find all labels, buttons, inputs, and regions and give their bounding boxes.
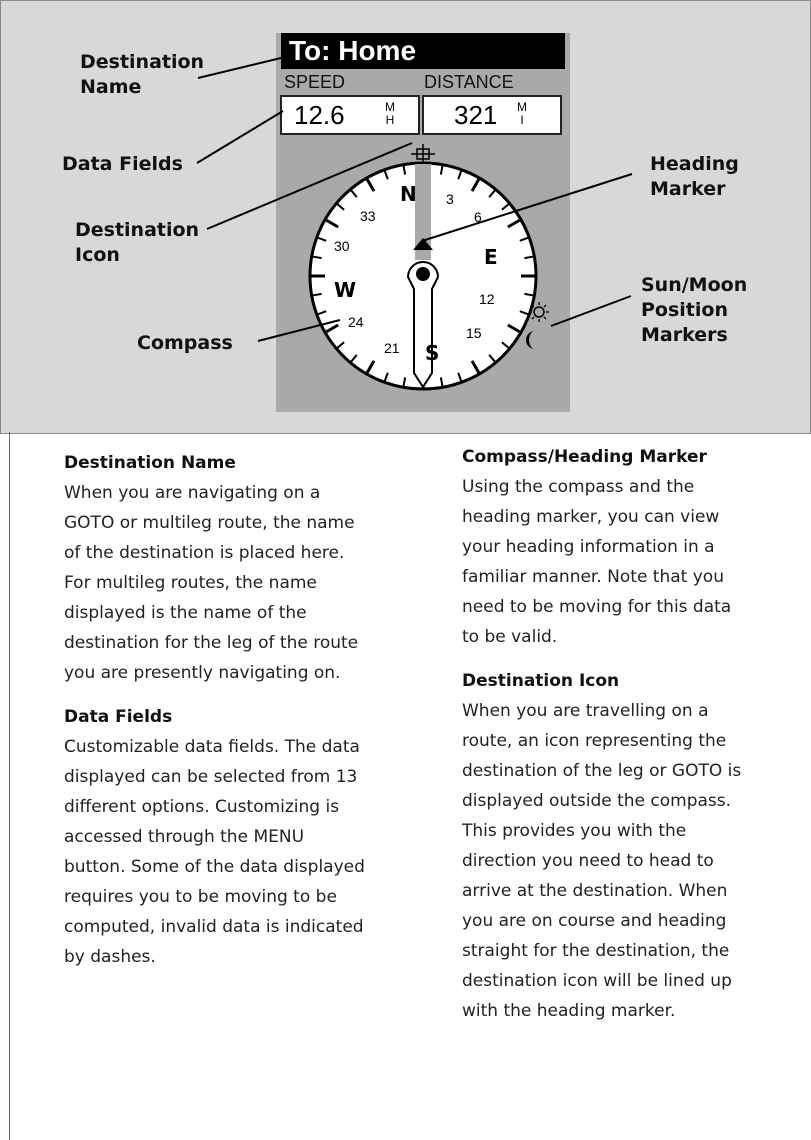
- callout-heading-marker: Heading Marker: [650, 153, 739, 200]
- page-left-rule: [9, 432, 10, 1140]
- compass-tick: [457, 372, 463, 382]
- compass-graphic: N E S W 3 6 12 15 21 24 30 33: [308, 144, 549, 391]
- compass-number: 24: [348, 314, 364, 330]
- distance-value: 321: [454, 100, 498, 130]
- compass-tick: [365, 178, 376, 192]
- distance-unit-top: M: [517, 100, 527, 114]
- compass-tick: [312, 292, 322, 297]
- section-destination-icon: Destination Icon When you are travelling…: [462, 666, 802, 1026]
- compass-tick: [336, 341, 345, 349]
- compass-number: 21: [384, 340, 400, 356]
- compass-number: 15: [466, 325, 482, 341]
- compass-tick: [524, 292, 534, 297]
- sun-icon: [529, 302, 549, 322]
- gps-screen: To: Home SPEED DISTANCE 12.6 M H 321 M I…: [276, 33, 570, 412]
- compass-tick: [470, 360, 481, 374]
- section-body: Customizable data fields. The data displ…: [64, 737, 365, 967]
- speed-field: 12.6 M H: [280, 95, 420, 135]
- compass-tick: [383, 372, 389, 382]
- compass-west: W: [334, 278, 356, 302]
- section-body: When you are travelling on a route, an i…: [462, 701, 742, 1021]
- compass-tick: [312, 255, 322, 260]
- compass-tick: [524, 255, 534, 260]
- compass-tick: [488, 189, 496, 198]
- pointer-hub: [416, 267, 430, 281]
- callout-compass: Compass: [137, 332, 233, 354]
- sun-ray: [543, 304, 547, 308]
- compass-south: S: [425, 341, 439, 365]
- compass-tick: [402, 165, 407, 175]
- compass-tick: [470, 178, 481, 192]
- compass-ticks: [311, 164, 535, 388]
- compass-tick: [439, 165, 444, 175]
- compass-number: 33: [360, 208, 376, 224]
- compass-tick: [350, 189, 358, 198]
- compass-tick: [317, 236, 327, 242]
- speed-unit-top: M: [385, 100, 395, 114]
- compass-pointer: [406, 261, 440, 389]
- callout-data-fields: Data Fields: [62, 153, 183, 175]
- compass-east: E: [484, 245, 498, 269]
- compass-north: N: [400, 182, 417, 206]
- speed-label: SPEED: [284, 72, 346, 92]
- leader-lines: [196, 57, 633, 342]
- speed-value: 12.6: [294, 100, 345, 130]
- section-body: When you are navigating on a GOTO or mul…: [64, 483, 359, 683]
- section-data-fields: Data Fields Customizable data fields. Th…: [64, 702, 404, 972]
- left-column: Destination Name When you are navigating…: [64, 448, 404, 986]
- compass-tick: [402, 377, 407, 387]
- section-destination-name: Destination Name When you are navigating…: [64, 448, 404, 688]
- compass-number: 6: [474, 209, 482, 225]
- compass-tick: [519, 236, 529, 242]
- callout-destination-icon: Destination Icon: [75, 219, 200, 266]
- compass-tick: [507, 323, 521, 334]
- heading-marker: [413, 238, 433, 250]
- sun-ray: [531, 304, 535, 308]
- compass-number: 3: [446, 191, 454, 207]
- section-heading: Compass/Heading Marker: [462, 447, 707, 467]
- compass-tick: [507, 218, 521, 229]
- compass-tick: [519, 310, 529, 316]
- right-column: Compass/Heading Marker Using the compass…: [462, 442, 802, 1040]
- section-compass-heading: Compass/Heading Marker Using the compass…: [462, 442, 802, 652]
- distance-label: DISTANCE: [424, 72, 514, 92]
- section-heading: Data Fields: [64, 707, 173, 727]
- distance-field: 321 M I: [422, 95, 562, 135]
- destination-icon: [411, 144, 435, 164]
- callout-destination-name: Destination Name: [80, 51, 205, 98]
- heading-channel: [415, 164, 431, 260]
- compass-number: 12: [479, 291, 495, 307]
- compass-tick: [365, 360, 376, 374]
- compass-tick: [325, 323, 339, 334]
- destination-title: To: Home: [281, 33, 565, 69]
- callout-sun-moon: Sun/Moon Position Markers: [641, 274, 748, 346]
- sun-ray: [531, 316, 535, 320]
- sun-ray: [543, 316, 547, 320]
- section-body: Using the compass and the heading marker…: [462, 477, 732, 647]
- compass-tick: [488, 354, 496, 363]
- moon-icon: [526, 331, 535, 349]
- compass-tick: [501, 203, 510, 211]
- compass-tick: [350, 354, 358, 363]
- compass-tick: [457, 170, 463, 180]
- compass-tick: [439, 377, 444, 387]
- distance-unit-bottom: I: [520, 113, 524, 127]
- compass-tick: [317, 310, 327, 316]
- compass-number: 30: [334, 238, 350, 254]
- section-heading: Destination Name: [64, 453, 236, 473]
- compass-tick: [325, 218, 339, 229]
- speed-unit-bottom: H: [385, 113, 395, 127]
- compass-tick: [383, 170, 389, 180]
- compass-tick: [501, 341, 510, 349]
- section-heading: Destination Icon: [462, 671, 620, 691]
- compass-tick: [336, 203, 345, 211]
